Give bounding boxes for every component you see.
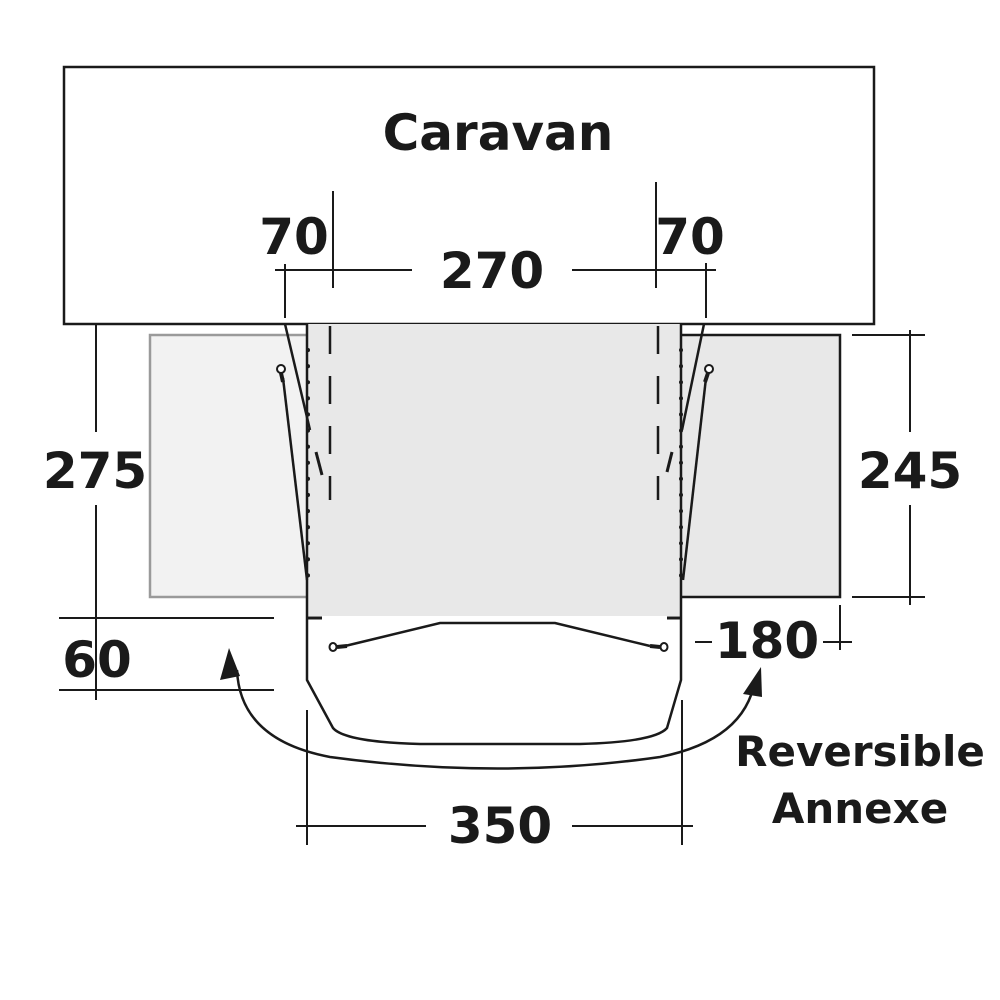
caravan-outline xyxy=(62,65,876,326)
right-peg-shaft xyxy=(703,372,710,383)
left-arrowhead-icon xyxy=(220,648,240,680)
dim-depth-right: 245 xyxy=(858,442,962,500)
right-small-dash xyxy=(665,451,674,473)
left-peg-icon xyxy=(276,364,286,374)
porch-left-peg-shaft xyxy=(336,644,348,649)
dim-side-left-top: 70 xyxy=(259,208,329,266)
porch-left-peg-icon xyxy=(328,642,338,652)
left-small-dash xyxy=(314,451,324,476)
left-guy-line xyxy=(281,377,309,581)
reversible-arrow xyxy=(235,669,757,770)
left-annexe-panel xyxy=(148,333,312,599)
porch-outline xyxy=(305,616,683,746)
porch-right-peg-icon xyxy=(659,642,669,652)
dim-center-width: 270 xyxy=(440,242,544,300)
dim-bottom-width: 350 xyxy=(448,797,552,855)
annexe-label-line2: Annexe xyxy=(772,784,948,833)
right-annexe-panel xyxy=(678,333,842,599)
right-peg-icon xyxy=(704,364,714,374)
porch-right-peg-shaft xyxy=(649,644,661,649)
dim-side-right-top: 70 xyxy=(655,208,725,266)
annexe-label-line1: Reversible xyxy=(735,727,985,776)
caravan-label: Caravan xyxy=(383,104,614,162)
dim-depth-left: 275 xyxy=(43,442,147,500)
awning-main-area xyxy=(307,324,681,616)
left-peg-shaft xyxy=(279,372,285,383)
right-arrowhead-icon xyxy=(743,667,762,697)
dim-porch-depth: 60 xyxy=(62,631,132,689)
right-angled-panel xyxy=(680,323,706,431)
dim-annexe-depth: 180 xyxy=(715,612,819,670)
left-angled-panel xyxy=(283,323,312,431)
right-guy-line xyxy=(681,377,708,581)
porch-guy-line xyxy=(344,621,651,648)
